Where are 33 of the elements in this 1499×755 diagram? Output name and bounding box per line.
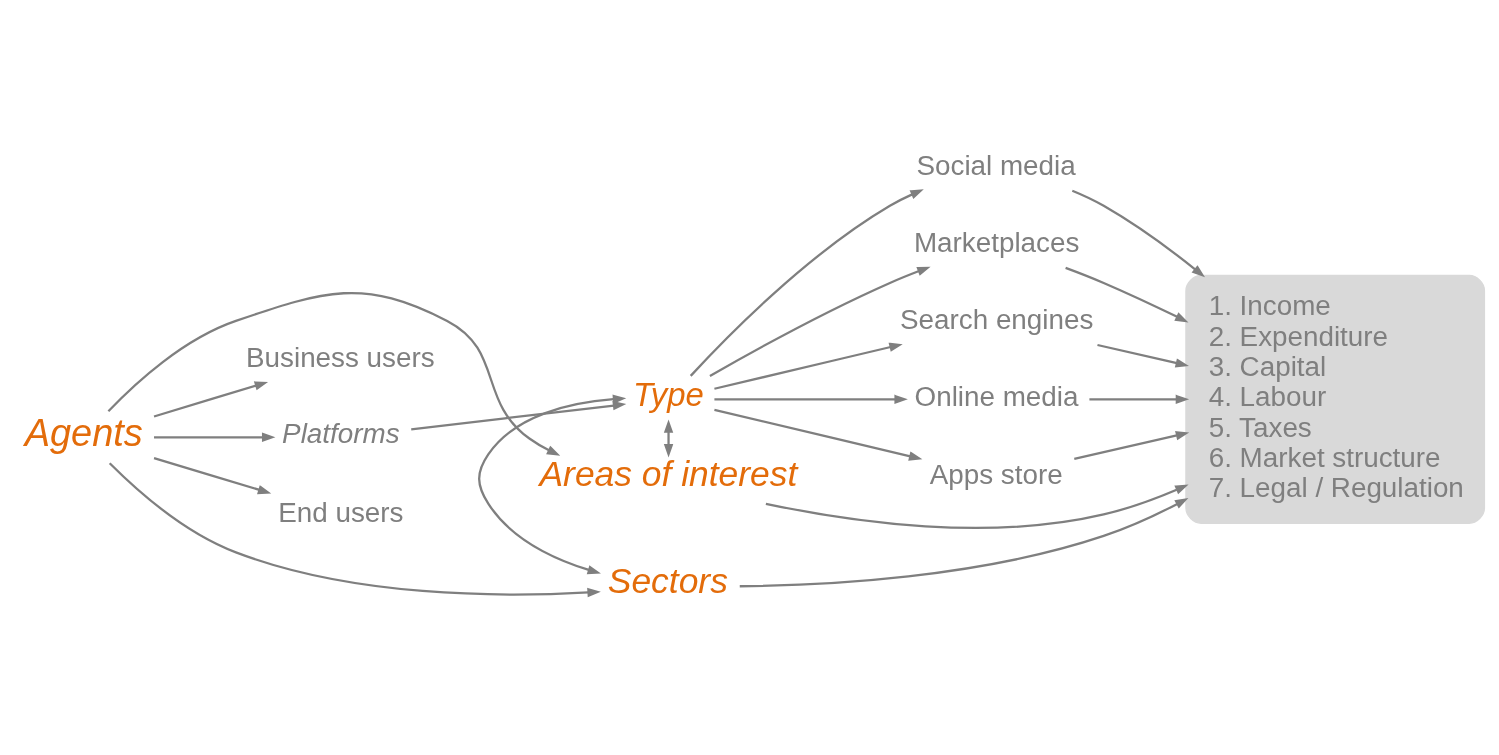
arrow <box>1089 394 1190 405</box>
node-text: Type <box>633 376 704 414</box>
arrow <box>107 292 561 456</box>
arrow <box>1097 343 1189 368</box>
node-text: Areas of interest <box>539 454 798 495</box>
arrow <box>108 462 601 598</box>
arrow <box>739 498 1189 588</box>
node-text: Apps store <box>929 458 1063 490</box>
arrow <box>765 484 1189 529</box>
arrow <box>153 456 272 495</box>
node-text: Search engines <box>900 304 1094 336</box>
arrow <box>478 394 627 575</box>
node-text: Online media <box>914 381 1079 413</box>
arrow <box>1071 189 1205 278</box>
node-text: Business users <box>246 342 435 374</box>
node-text: Sectors <box>607 560 728 601</box>
arrow <box>714 408 923 461</box>
node-text: End users <box>278 496 404 528</box>
arrow <box>411 401 627 431</box>
arrow <box>714 342 903 390</box>
arrow <box>154 432 276 442</box>
node-box: 1. Income 2. Expenditure 3. Capital 4. Labour 5. Taxes 6. Market structure 7. Legal / Regulation <box>1185 274 1486 524</box>
arrow <box>714 394 908 405</box>
node-text: Marketplaces <box>913 227 1080 259</box>
arrow <box>1074 431 1190 461</box>
node-text: Platforms <box>282 418 400 450</box>
arrow <box>153 381 269 418</box>
arrow <box>1065 266 1189 323</box>
node-text: Agents <box>24 411 143 454</box>
arrow <box>663 419 674 458</box>
node-text: Social media <box>916 149 1076 181</box>
arrow <box>709 266 931 377</box>
arrow <box>689 189 924 377</box>
